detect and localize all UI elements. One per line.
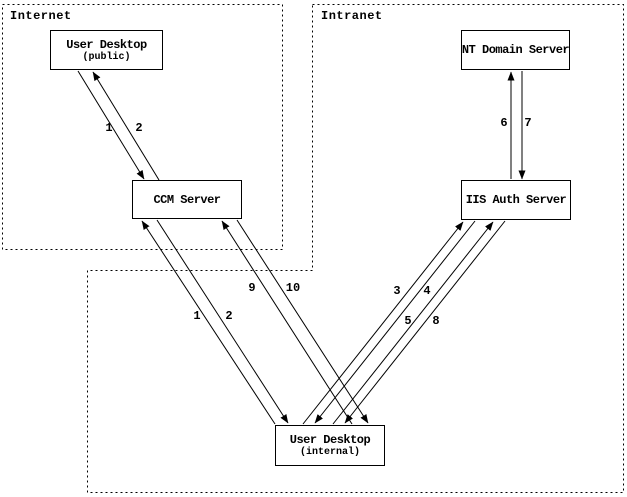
edge-line-3-internal-to-iis [302, 221, 464, 425]
edge-label-6: 6 [500, 116, 508, 130]
intranet-zone-label: Intranet [321, 9, 383, 23]
edge-label-9: 9 [248, 281, 256, 295]
edge-label-8: 8 [432, 314, 440, 328]
edge-line-2-ccm-to-public [92, 71, 160, 181]
edge-line-5-internal-to-iis [332, 221, 494, 425]
node-title: IIS Auth Server [465, 193, 567, 207]
node-title: User Desktop [289, 433, 371, 447]
edge-line-1-public-to-ccm [77, 70, 145, 180]
edge-label-4: 4 [423, 284, 431, 298]
edge-label-10: 10 [285, 281, 301, 295]
edge-label-7: 7 [524, 116, 532, 130]
edge-line-4-iis-to-internal [314, 220, 476, 424]
edge-label-5: 5 [404, 314, 412, 328]
intranet-zone-border [87, 4, 624, 493]
edge-line-1-internal-to-ccm [141, 220, 276, 425]
edge-label-2-internal: 2 [225, 309, 233, 323]
edge-line-9-internal-to-ccm [221, 220, 353, 425]
internet-zone-label: Internet [10, 9, 72, 23]
node-title: CCM Server [153, 192, 221, 207]
internet-zone-border [2, 4, 283, 250]
edge-label-1-public: 1 [105, 121, 113, 135]
node-iis-auth-server: IIS Auth Server [461, 180, 571, 220]
node-title: NT Domain Server [461, 43, 570, 57]
edge-label-3: 3 [393, 284, 401, 298]
node-subtitle: (public) [82, 51, 131, 63]
edge-line-2-ccm-to-internal [156, 219, 289, 424]
node-user-desktop-public: User Desktop (public) [50, 30, 163, 70]
edge-label-2-public: 2 [135, 121, 143, 135]
node-title: User Desktop [66, 37, 147, 52]
node-nt-domain-server: NT Domain Server [461, 30, 570, 70]
edge-line-10-ccm-to-internal [236, 219, 369, 424]
node-subtitle: (internal) [299, 447, 360, 458]
edge-label-1-internal: 1 [193, 309, 201, 323]
node-user-desktop-internal: User Desktop (internal) [275, 425, 385, 466]
node-ccm-server: CCM Server [132, 180, 242, 219]
edge-line-8-iis-to-internal [344, 220, 506, 424]
